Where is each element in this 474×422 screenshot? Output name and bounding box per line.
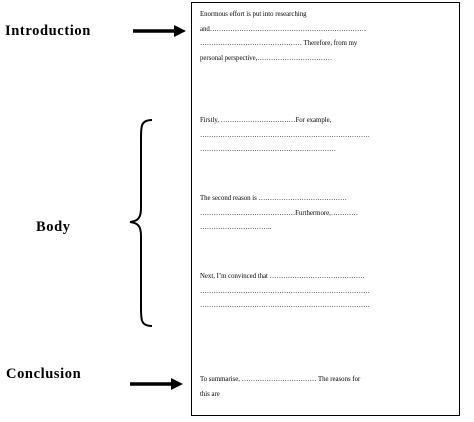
- text-line: personal perspective,……………………………: [200, 54, 333, 62]
- text-line: Next, I’m convinced that ……………………………………: [200, 273, 365, 280]
- conclusion-arrow-icon: [130, 378, 183, 390]
- text-line: …………………………………………………………………: [200, 302, 370, 309]
- body-paragraph-3: Next, I’m convinced that …………………………………… …: [200, 270, 460, 314]
- conclusion-label: Conclusion: [6, 366, 82, 382]
- conclusion-paragraph: To summarise, …………………………… The reasons fo…: [200, 373, 460, 402]
- text-line: ……………………………………Furthermore,…………: [200, 209, 359, 217]
- text-line: ……………………………………… Therefore, from my: [200, 40, 358, 47]
- left-curly-brace-icon: [129, 119, 153, 327]
- text-line: The second reason is …………………………………: [200, 195, 347, 202]
- text-line: Firstly, ……………………………For example,: [200, 117, 332, 124]
- text-line: To summarise, …………………………… The reasons fo…: [200, 376, 361, 383]
- text-line: Enormous effort is put into researching: [200, 11, 307, 18]
- text-line: …………………………..: [200, 224, 272, 231]
- introduction-paragraph: Enormous effort is put into researching …: [200, 8, 460, 66]
- essay-template-box: [191, 2, 460, 416]
- body-paragraph-1: Firstly, ……………………………For example, ……………………: [200, 114, 460, 158]
- text-line: this are: [200, 390, 220, 398]
- body-label: Body: [36, 219, 71, 235]
- text-line: …………………………………………………………………: [200, 131, 370, 139]
- text-line: and……………………………………………………………: [200, 25, 367, 33]
- text-line: ……………………………………………………: [200, 146, 336, 153]
- body-paragraph-2: The second reason is ………………………………… ………………: [200, 192, 460, 236]
- intro-arrow-icon: [133, 25, 186, 37]
- introduction-label: Introduction: [5, 23, 91, 39]
- text-line: …………………………………………………………………: [200, 287, 370, 295]
